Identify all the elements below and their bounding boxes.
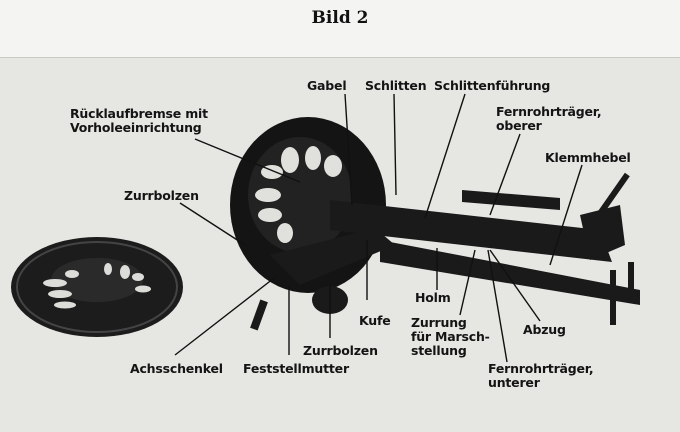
label-zurrung: Zurrung für Marsch- stellung (411, 316, 490, 358)
label-ruecklaufbremse: Rücklaufbremse mit Vorholeeinrichtung (70, 107, 208, 135)
label-feststellmutter: Feststellmutter (243, 361, 349, 376)
figure-title: Bild 2 (311, 8, 369, 28)
carriage-trails (250, 172, 640, 331)
label-ruecklaufbremse-line1: Rücklaufbremse mit (70, 106, 208, 121)
label-fernrohrtraeger-unterer-line1: Fernrohrträger, (488, 361, 594, 376)
label-schlitten: Schlitten (365, 78, 427, 93)
label-abzug: Abzug (523, 322, 566, 337)
label-achsschenkel: Achsschenkel (130, 361, 223, 376)
label-holm: Holm (415, 290, 451, 305)
label-klemmhebel: Klemmhebel (545, 150, 631, 165)
label-gabel: Gabel (307, 78, 347, 93)
leader-lines (174, 93, 583, 363)
label-zurrung-line3: stellung (411, 343, 467, 358)
label-fernrohrtraeger-unterer: Fernrohrträger, unterer (488, 361, 594, 390)
label-fernrohrtraeger-oberer: Fernrohrträger, oberer (496, 104, 602, 133)
label-zurrbolzen-bottom: Zurrbolzen (303, 343, 378, 358)
label-schlittenfuehrung: Schlittenführung (434, 78, 551, 93)
label-zurrung-line1: Zurrung (411, 315, 467, 330)
label-fernrohrtraeger-oberer-line2: oberer (496, 118, 542, 133)
label-kufe: Kufe (359, 313, 391, 328)
loose-wheel (11, 237, 183, 337)
label-zurrung-line2: für Marsch- (411, 329, 490, 344)
label-zurrbolzen-left: Zurrbolzen (124, 188, 199, 203)
label-fernrohrtraeger-oberer-line1: Fernrohrträger, (496, 104, 602, 119)
label-ruecklaufbremse-line2: Vorholeeinrichtung (70, 120, 202, 135)
label-fernrohrtraeger-unterer-line2: unterer (488, 375, 540, 390)
